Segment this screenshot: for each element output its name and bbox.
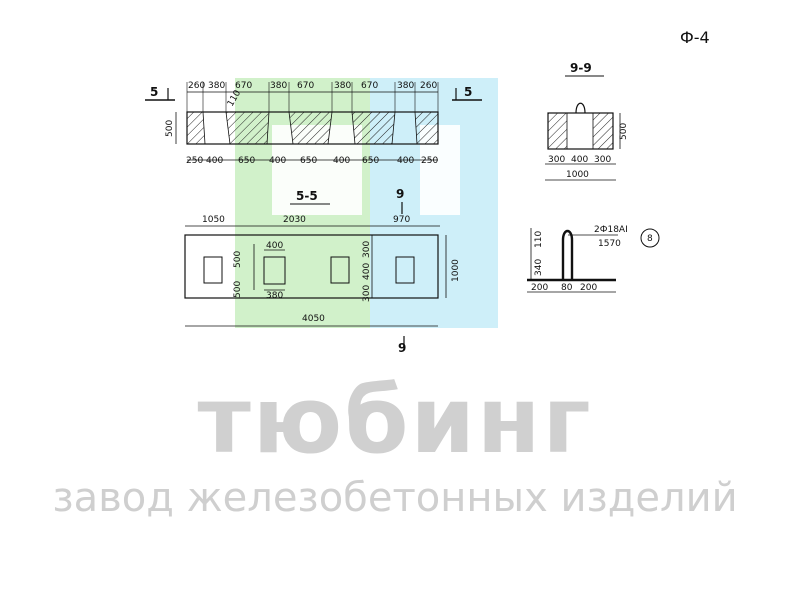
sheet-code: Ф-4 <box>680 28 710 47</box>
elev-top-dim-4: 380 <box>270 81 287 91</box>
loop-bot-dim-3: 200 <box>580 283 597 293</box>
elev-top-dim-8: 380 <box>397 81 414 91</box>
plan-top-dim-1: 1050 <box>202 215 225 225</box>
loop-bot-dim-2: 80 <box>561 283 573 293</box>
plan-width-dim: 1000 <box>451 259 461 282</box>
plan-top-dim-3: 970 <box>393 215 410 225</box>
section-bot-dim-2: 400 <box>571 155 588 165</box>
plan-title: 5-5 <box>296 189 318 203</box>
section-bot-dim-1: 300 <box>548 155 565 165</box>
plan-total-dim: 4050 <box>302 314 325 324</box>
section-hatch-right <box>592 112 614 150</box>
lifting-loop <box>575 102 586 114</box>
elev-height-dim: 500 <box>165 120 175 137</box>
section-total-dim: 1000 <box>566 170 589 180</box>
hatch-2 <box>225 111 270 145</box>
elev-bot-dim-7: 650 <box>362 156 379 166</box>
elev-top-dim-5: 670 <box>297 81 314 91</box>
plan-vert-dim-3: 300 <box>362 285 372 302</box>
opening-inner-width-dim: 380 <box>266 291 283 301</box>
opening-1 <box>203 256 223 284</box>
slope-label: 110 <box>226 88 243 108</box>
section-mark-left: 5 <box>150 85 158 99</box>
hatch-1 <box>186 111 206 145</box>
elev-bot-dim-1: 250 <box>186 156 203 166</box>
elev-bot-dim-8: 400 <box>397 156 414 166</box>
position-circle <box>640 228 660 248</box>
opening-2 <box>263 256 286 285</box>
elev-top-dim-9: 260 <box>420 81 437 91</box>
elev-top-dim-7: 670 <box>361 81 378 91</box>
elev-bot-dim-4: 400 <box>269 156 286 166</box>
hatch-5 <box>414 111 439 145</box>
section-height-dim: 500 <box>619 123 629 140</box>
plan-outline <box>184 234 439 299</box>
rebar-label: 2Ф18АI <box>594 225 628 235</box>
opening-3 <box>330 256 350 284</box>
hatch-4 <box>351 111 396 145</box>
rebar-loop <box>527 229 616 282</box>
plan-section-mark-top: 9 <box>396 187 404 201</box>
elev-bot-dim-5: 650 <box>300 156 317 166</box>
section-hatch-left <box>547 112 568 150</box>
elev-bot-dim-3: 650 <box>238 156 255 166</box>
opening-height-dim: 500 <box>233 251 243 268</box>
elev-bot-dim-2: 400 <box>206 156 223 166</box>
opening-width-dim: 400 <box>266 241 283 251</box>
elevation-view: 5 5 260 380 670 380 670 380 670 380 260 <box>145 81 482 166</box>
elev-top-dim-3: 670 <box>235 81 252 91</box>
elev-top-dim-1: 260 <box>188 81 205 91</box>
loop-height-dim-1: 110 <box>534 231 544 248</box>
top-dimension-ticks <box>186 82 439 112</box>
elev-bot-dim-9: 250 <box>421 156 438 166</box>
section-9-9: 9-9 500 300 400 300 1000 <box>545 61 629 181</box>
position-number: 8 <box>647 234 653 244</box>
plan-vert-dim-1: 300 <box>362 241 372 258</box>
section-bot-dim-3: 300 <box>594 155 611 165</box>
plan-top-dim-2: 2030 <box>283 215 306 225</box>
loop-bot-dim-1: 200 <box>531 283 548 293</box>
elev-bot-dim-6: 400 <box>333 156 350 166</box>
elev-top-dim-6: 380 <box>334 81 351 91</box>
elev-top-dim-2: 380 <box>208 81 225 91</box>
plan-section-mark-bottom: 9 <box>398 341 406 355</box>
section-mark-right: 5 <box>464 85 472 99</box>
plan-vert-dim-2: 400 <box>362 263 372 280</box>
loop-detail: 2Ф18АI 1570 8 110 340 200 80 200 <box>527 225 660 293</box>
watermark-title: тюбинг <box>197 367 593 474</box>
loop-height-dim-2: 340 <box>534 259 544 276</box>
section-9-9-title: 9-9 <box>570 61 592 75</box>
opening-4 <box>395 256 415 284</box>
rebar-length: 1570 <box>598 239 621 249</box>
watermark-subtitle: завод железобетонных изделий <box>52 475 738 521</box>
edge-offset-dim: 500 <box>233 281 243 298</box>
hatch-3 <box>288 111 333 145</box>
plan-5-5: 5-5 9 9 1050 2030 970 400 380 <box>184 187 461 355</box>
